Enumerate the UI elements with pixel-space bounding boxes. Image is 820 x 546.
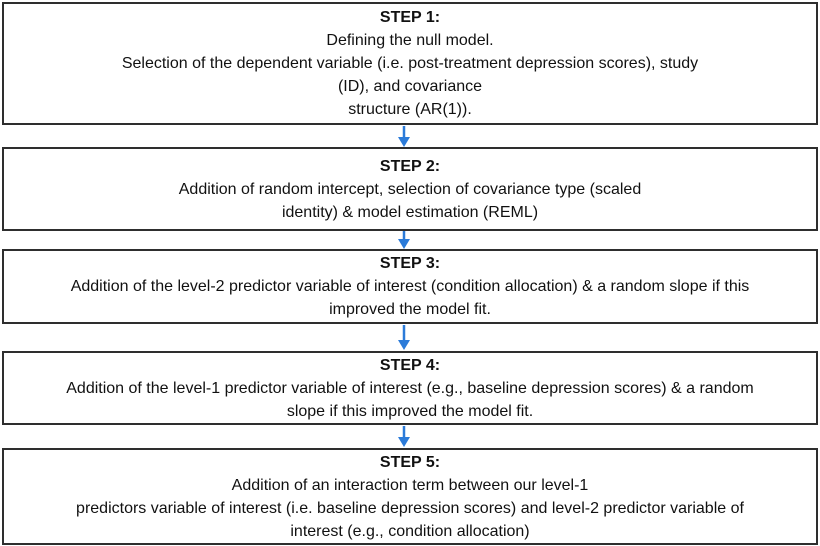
step-2-line: Addition of random intercept, selection … (178, 180, 642, 198)
arrow-down-icon (398, 126, 410, 147)
step-1-title: STEP 1: (379, 9, 441, 26)
arrow-down-icon (398, 426, 410, 447)
step-2-line: identity) & model estimation (REML) (281, 203, 539, 221)
arrow-down-icon (398, 325, 410, 350)
step-5-title: STEP 5: (379, 453, 441, 471)
step-3-line: improved the model fit. (329, 301, 491, 318)
step-2-box: STEP 2: Addition of random intercept, se… (2, 147, 818, 231)
step-1-line: (ID), and covariance (337, 78, 483, 95)
step-4-box: STEP 4: Addition of the level-1 predicto… (2, 351, 818, 425)
step-3-title: STEP 3: (379, 255, 441, 272)
step-1-box: STEP 1: Defining the null model. Selecti… (2, 2, 818, 125)
step-1-line: Defining the null model. (326, 32, 494, 49)
step-2-title: STEP 2: (379, 157, 441, 175)
step-3-line: Addition of the level-2 predictor variab… (70, 278, 750, 295)
step-1-line: Selection of the dependent variable (i.e… (121, 55, 699, 72)
step-4-line: slope if this improved the model fit. (286, 402, 534, 420)
step-4-line: Addition of the level-1 predictor variab… (66, 379, 754, 397)
step-5-box: STEP 5: Addition of an interaction term … (2, 448, 818, 545)
step-5-line: interest (e.g., condition allocation) (290, 522, 530, 540)
arrow-down-icon (398, 231, 410, 249)
step-4-title: STEP 4: (379, 356, 441, 374)
step-5-line: Addition of an interaction term between … (231, 476, 589, 494)
step-1-line: structure (AR(1)). (348, 101, 472, 118)
step-5-line: predictors variable of interest (i.e. ba… (76, 499, 744, 517)
step-3-box: STEP 3: Addition of the level-2 predicto… (2, 249, 818, 324)
